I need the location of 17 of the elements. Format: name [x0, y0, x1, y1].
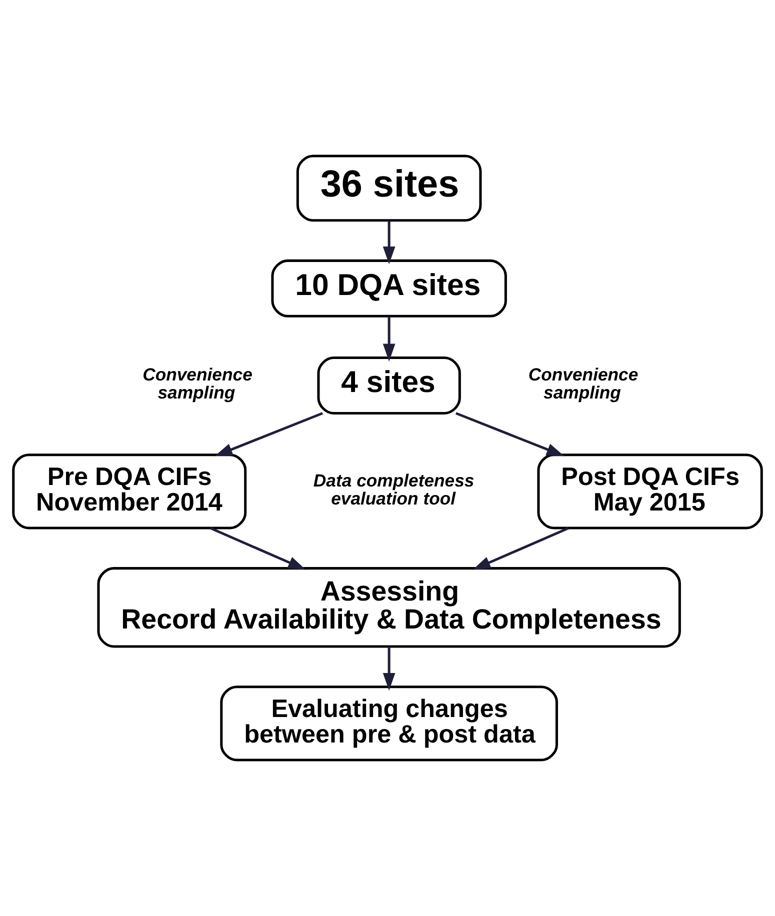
- node-box: 10 DQA sites: [271, 259, 507, 318]
- node-box: Post DQA CIFs May 2015: [537, 454, 763, 530]
- arrow: [455, 412, 564, 456]
- arrow: [210, 526, 306, 570]
- label: Convenience sampling: [142, 364, 252, 402]
- arrow: [382, 220, 396, 264]
- label: Convenience sampling: [528, 364, 638, 402]
- node-box: 4 sites: [317, 356, 461, 414]
- arrow: [382, 316, 396, 362]
- label: Data completeness evaluation tool: [313, 470, 474, 508]
- arrow: [472, 526, 570, 570]
- node-box: 36 sites: [296, 154, 482, 222]
- node-box: Assessing Record Availability & Data Completeness: [97, 567, 681, 648]
- node-box: Pre DQA CIFs November 2014: [12, 454, 247, 530]
- arrow: [382, 647, 396, 691]
- arrow: [214, 412, 323, 456]
- node-box: Evaluating changes between pre & post data: [220, 686, 558, 762]
